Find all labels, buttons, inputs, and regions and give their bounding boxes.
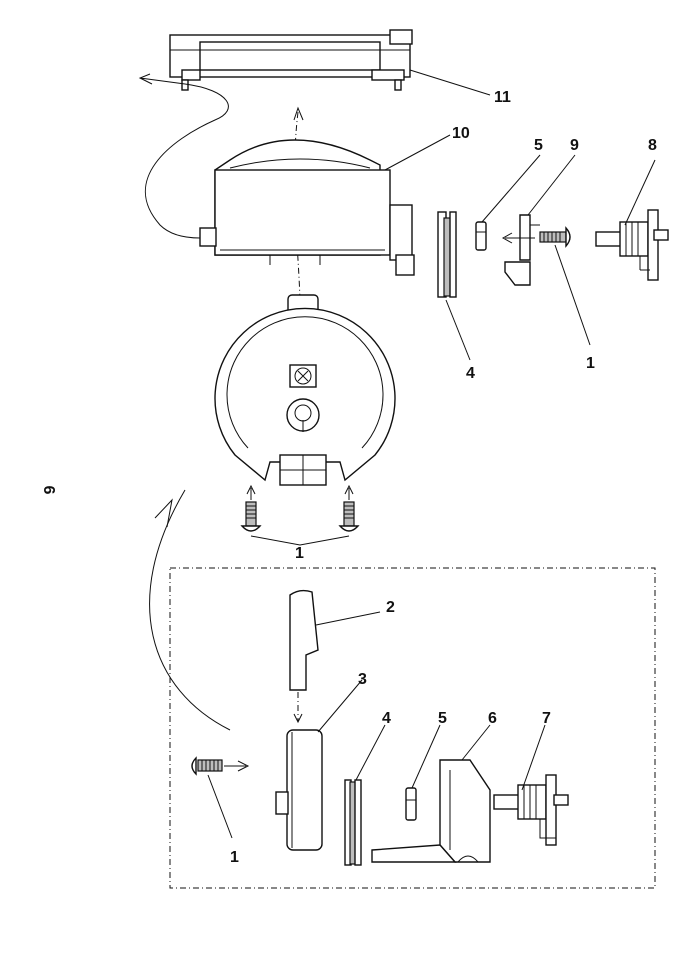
leader-11: [409, 69, 491, 96]
inset-leader-7: [521, 724, 546, 791]
callout-1-bottom: 1: [295, 545, 304, 562]
leader-8: [624, 159, 656, 226]
inset-part-4-spring: [344, 779, 362, 866]
callout-5-top: 5: [534, 137, 543, 154]
inset-part-5-pin: [405, 787, 417, 821]
inset-callout-1: 1: [230, 849, 239, 866]
screw-icon-top-right: [539, 226, 571, 248]
inset-callout-2: 2: [386, 599, 395, 616]
curved-arrow-head-icon: [154, 498, 173, 528]
inset-part-3-drum: [275, 729, 323, 851]
axis-arrow-icon: [293, 106, 304, 121]
callout-4-top: 4: [466, 365, 475, 382]
inset-leader-5: [411, 724, 441, 789]
part-11-top-frame: [169, 29, 413, 91]
part-10-housing: [199, 139, 415, 276]
inset-axis-arrow-icon: [293, 713, 303, 724]
inset-leader-2: [315, 611, 381, 626]
arrow-to-housing-icon: [501, 232, 535, 244]
inset-part-2-cap: [289, 589, 319, 691]
leader-10: [384, 134, 451, 171]
part-8-switch: [595, 209, 669, 281]
inset-leader-1: [207, 774, 233, 839]
inset-part-6-bracket: [371, 759, 491, 863]
leader-4-top: [445, 299, 471, 361]
leader-1-bottom: [250, 535, 350, 546]
inset-box: [169, 567, 656, 889]
inset-callout-4: 4: [382, 710, 391, 727]
inset-callout-6: 6: [488, 710, 497, 727]
leader-9: [527, 154, 576, 216]
round-holder: [214, 294, 396, 486]
page-number: 6: [40, 486, 57, 495]
inset-leader-4: [355, 724, 386, 781]
inset-callout-7: 7: [542, 710, 551, 727]
wire-arrow-icon: [138, 73, 186, 85]
callout-9: 9: [570, 137, 579, 154]
screw-icon-bottom-right: [338, 484, 360, 532]
wire: [145, 83, 229, 239]
part-5-pin-top: [475, 221, 487, 251]
curved-arrow-icon: [149, 489, 231, 731]
callout-8: 8: [648, 137, 657, 154]
leader-1-right: [554, 244, 591, 346]
inset-callout-5: 5: [438, 710, 447, 727]
inset-callout-3: 3: [358, 671, 367, 688]
screw-icon-bottom-left: [240, 484, 262, 532]
screw-icon-inset: [191, 756, 250, 776]
inset-part-7-switch: [493, 774, 569, 846]
leader-5-top: [481, 154, 541, 223]
callout-10: 10: [452, 125, 470, 142]
part-9-bracket: [504, 214, 540, 286]
inset-leader-6: [461, 724, 491, 761]
inset-leader-3: [317, 679, 363, 733]
callout-1-right: 1: [586, 355, 595, 372]
part-4-spring-top: [437, 211, 457, 298]
callout-11: 11: [494, 89, 511, 106]
